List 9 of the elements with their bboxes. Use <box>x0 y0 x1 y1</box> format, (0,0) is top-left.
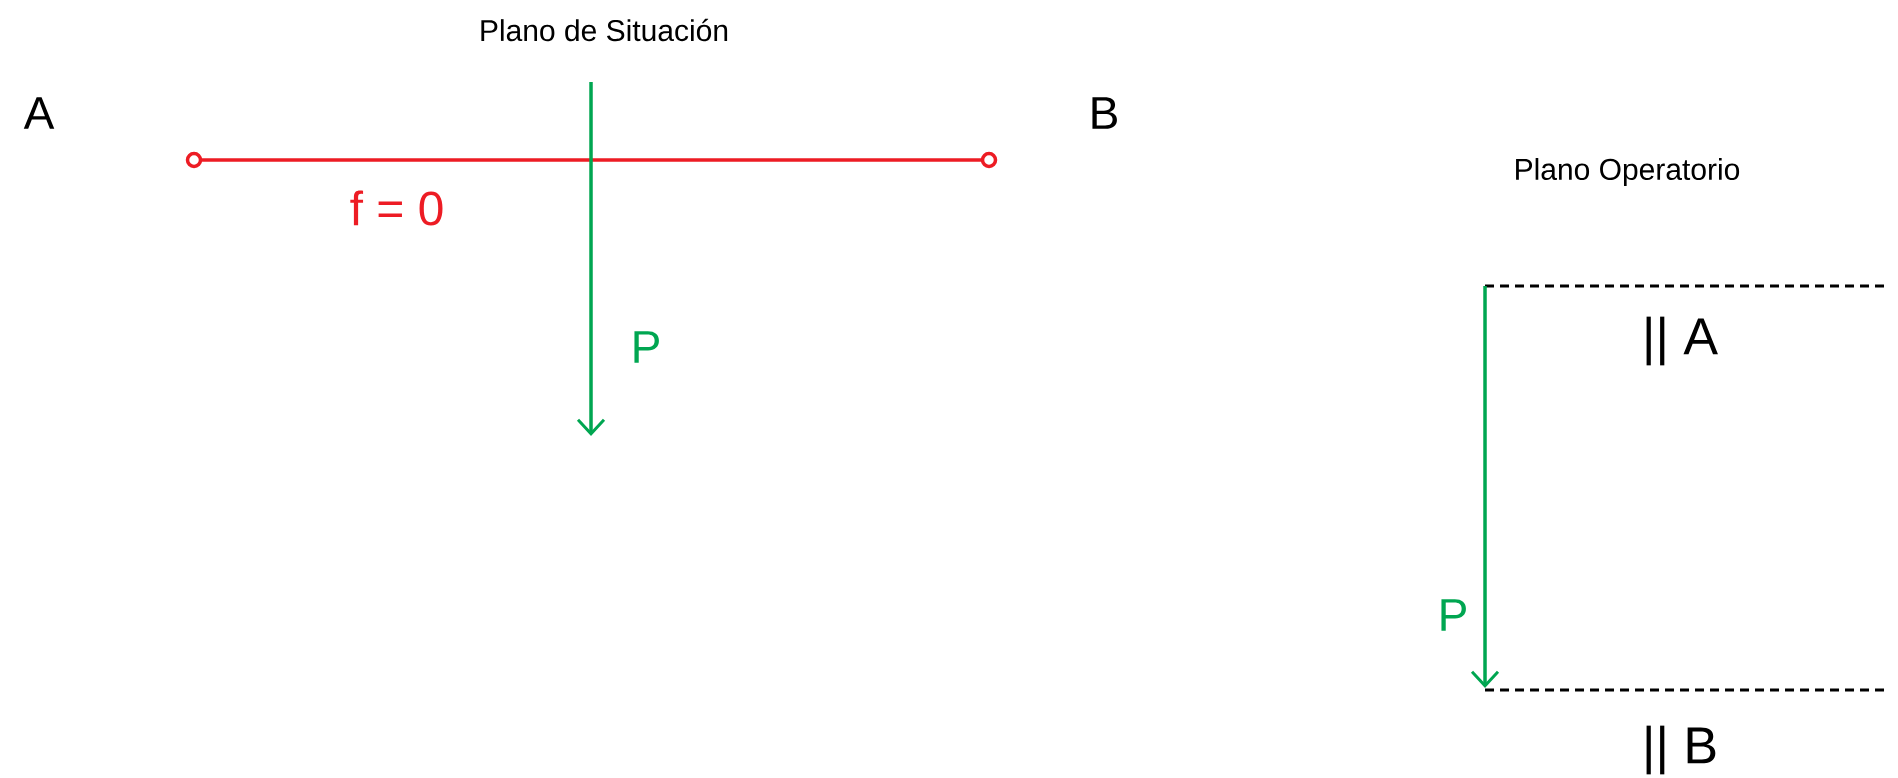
force-label: P <box>634 331 659 363</box>
point-label: B <box>1092 97 1117 129</box>
parallel-label: || B <box>1646 725 1716 775</box>
point-label: A <box>23 97 55 129</box>
heading: Plano de Situación <box>481 18 728 42</box>
force-label: P <box>1441 599 1466 631</box>
equation-label: f = 0 <box>350 190 443 226</box>
parallel-label: || A <box>1646 316 1718 366</box>
heading: Plano Operatorio <box>1516 158 1740 186</box>
